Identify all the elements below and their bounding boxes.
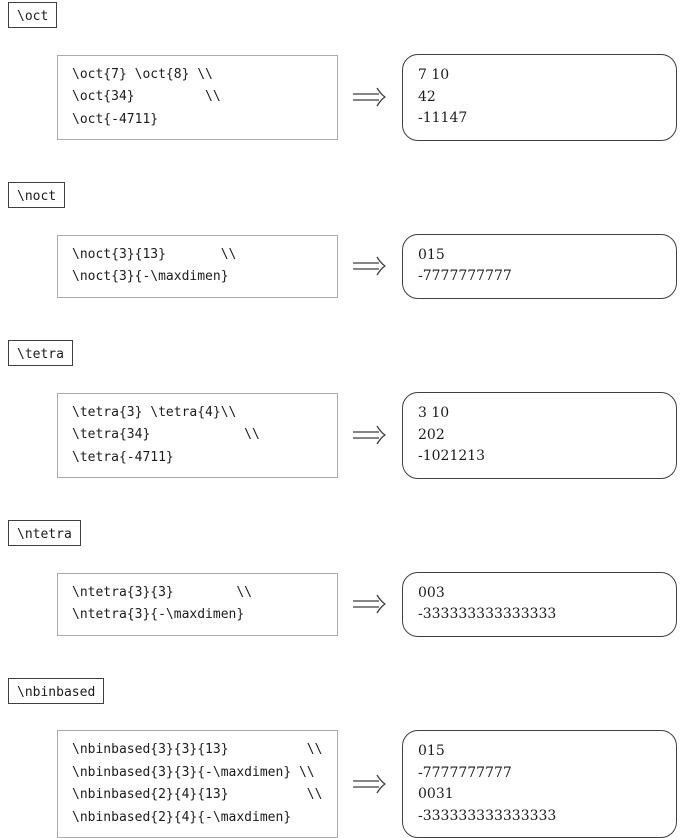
macro-name-badge: \noct: [8, 181, 66, 208]
output-result-text: 003 -333333333333333: [418, 584, 557, 623]
output-result-text: 015 -7777777777: [418, 246, 512, 285]
implies-arrow-icon: [352, 770, 386, 798]
implies-arrow-icon: [352, 421, 386, 449]
macro-name-badge: \ntetra: [8, 519, 81, 546]
macro-section-noct: \noct \noct{3}{13} \\ \noct{3}{-\maxdime…: [0, 181, 688, 299]
example-row: \tetra{3} \tetra{4}\\ \tetra{34} \\ \tet…: [57, 391, 688, 479]
output-result-box: 015 -7777777777: [402, 233, 677, 299]
output-result-box: 3 10 202 -1021213: [402, 391, 677, 479]
macro-name-label: \tetra: [17, 346, 64, 362]
output-result-box: 003 -333333333333333: [402, 571, 677, 637]
macro-name-badge: \nbinbased: [8, 677, 105, 704]
code-input-box: \noct{3}{13} \\ \noct{3}{-\maxdimen}: [57, 234, 338, 298]
macro-section-tetra: \tetra \tetra{3} \tetra{4}\\ \tetra{34} …: [0, 339, 688, 479]
example-row: \oct{7} \oct{8} \\ \oct{34} \\ \oct{-471…: [57, 54, 688, 141]
macro-name-badge: \oct: [8, 2, 58, 28]
output-result-box: 7 10 42 -11147: [402, 54, 677, 141]
implies-arrow-icon: [352, 252, 386, 280]
example-row: \ntetra{3}{3} \\ \ntetra{3}{-\maxdimen} …: [57, 571, 688, 637]
macro-section-nbinbased: \nbinbased \nbinbased{3}{3}{13} \\ \nbin…: [0, 677, 688, 838]
code-input-text: \ntetra{3}{3} \\ \ntetra{3}{-\maxdimen}: [72, 584, 253, 623]
macro-section-oct: \oct \oct{7} \oct{8} \\ \oct{34} \\ \oct…: [0, 2, 688, 141]
code-input-text: \tetra{3} \tetra{4}\\ \tetra{34} \\ \tet…: [72, 404, 260, 465]
example-row: \noct{3}{13} \\ \noct{3}{-\maxdimen} 015…: [57, 233, 688, 299]
output-result-text: 015 -7777777777 0031 -333333333333333: [418, 742, 557, 824]
code-input-text: \oct{7} \oct{8} \\ \oct{34} \\ \oct{-471…: [72, 66, 221, 127]
macro-name-label: \oct: [17, 9, 49, 24]
code-input-box: \nbinbased{3}{3}{13} \\ \nbinbased{3}{3}…: [57, 730, 338, 838]
output-result-text: 3 10 202 -1021213: [418, 404, 486, 465]
macro-name-label: \noct: [17, 188, 57, 204]
output-result-text: 7 10 42 -11147: [418, 67, 468, 127]
example-row: \nbinbased{3}{3}{13} \\ \nbinbased{3}{3}…: [57, 729, 688, 838]
code-input-box: \oct{7} \oct{8} \\ \oct{34} \\ \oct{-471…: [57, 54, 338, 140]
macro-name-badge: \tetra: [8, 339, 73, 366]
code-input-text: \noct{3}{13} \\ \noct{3}{-\maxdimen}: [72, 246, 237, 285]
macro-name-label: \nbinbased: [17, 684, 96, 700]
code-input-text: \nbinbased{3}{3}{13} \\ \nbinbased{3}{3}…: [72, 742, 323, 825]
macro-name-label: \ntetra: [17, 526, 72, 542]
implies-arrow-icon: [352, 590, 386, 618]
code-input-box: \ntetra{3}{3} \\ \ntetra{3}{-\maxdimen}: [57, 572, 338, 636]
implies-arrow-icon: [352, 83, 386, 111]
output-result-box: 015 -7777777777 0031 -333333333333333: [402, 729, 677, 838]
macro-section-ntetra: \ntetra \ntetra{3}{3} \\ \ntetra{3}{-\ma…: [0, 519, 688, 637]
code-input-box: \tetra{3} \tetra{4}\\ \tetra{34} \\ \tet…: [57, 392, 338, 478]
